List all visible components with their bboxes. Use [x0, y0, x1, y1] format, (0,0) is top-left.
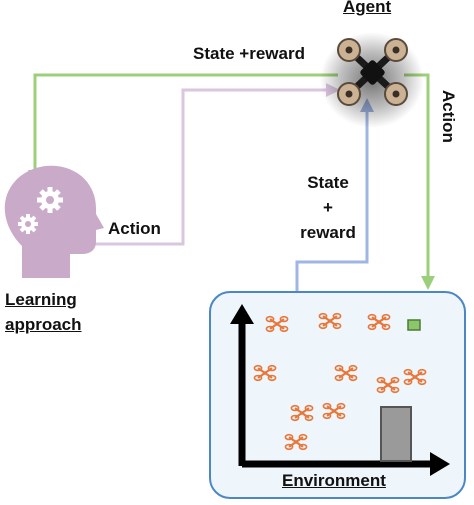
small-drone-icon: [403, 368, 427, 386]
state-reward-middle-line: reward: [300, 223, 356, 242]
small-drone-icon: [290, 404, 314, 422]
obstacle-block: [380, 406, 412, 462]
state-reward-middle-line: +: [323, 198, 333, 217]
small-drone-icon: [318, 312, 342, 330]
agent-title: Agent: [343, 0, 392, 16]
environment-label: Environment: [282, 471, 386, 490]
action-right-label: Action: [439, 90, 458, 143]
state-reward-top-label: State +reward: [193, 44, 305, 63]
state-reward-middle-label: State + reward: [296, 170, 360, 245]
small-drone-icon: [284, 433, 308, 451]
small-drone-icon: [376, 376, 400, 394]
action-left-label: Action: [108, 219, 161, 238]
environment-drones: [253, 312, 427, 451]
learning-label-line: Learning: [5, 290, 77, 309]
small-drone-icon: [322, 402, 346, 420]
agent-drone-icon: [320, 32, 424, 128]
learning-approach-label: Learning approach: [5, 287, 82, 337]
small-drone-icon: [334, 364, 358, 382]
small-drone-icon: [253, 364, 277, 382]
state-reward-middle-line: State: [307, 173, 349, 192]
learning-label-line: approach: [5, 315, 82, 334]
environment-axes: [230, 304, 450, 476]
target-square: [407, 319, 421, 331]
small-drone-icon: [367, 313, 391, 331]
head-with-gears-icon: [4, 165, 104, 278]
small-drone-icon: [265, 315, 289, 333]
